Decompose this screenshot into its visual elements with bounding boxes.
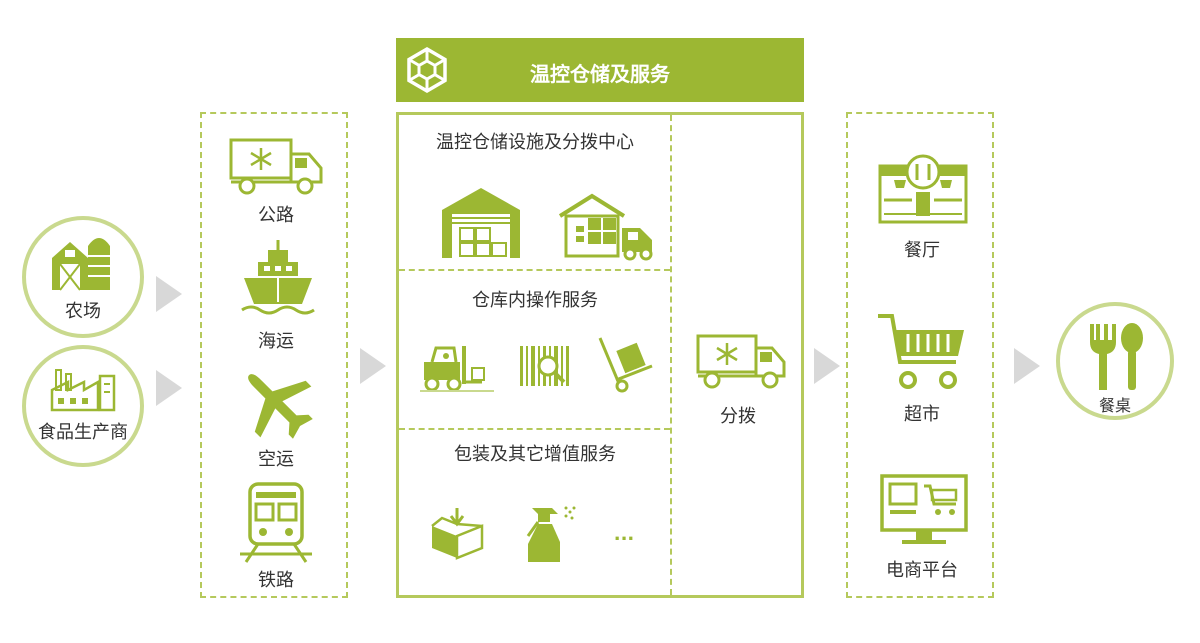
source-food-producer [22, 345, 144, 467]
warehouse-icon [442, 188, 520, 258]
transport-label: 公路 [258, 205, 294, 226]
section-title: 仓库内操作服务 [472, 290, 598, 311]
service-panel [396, 112, 804, 598]
package-box-icon [431, 508, 484, 560]
transport-label: 铁路 [258, 570, 294, 591]
source-farm [22, 216, 144, 338]
warehouse-truck-icon [558, 193, 653, 261]
section-title: 温控仓储设施及分拨中心 [436, 132, 634, 153]
panel-divider [399, 269, 670, 271]
train-icon [240, 482, 312, 563]
destination-label: 超市 [904, 404, 940, 425]
fork-spoon-icon [1090, 323, 1143, 390]
final-table [1056, 302, 1174, 420]
refrigerated-truck-icon [696, 334, 786, 389]
destination-label: 电商平台 [886, 560, 958, 581]
shopping-cart-icon [878, 314, 964, 389]
distribution-label: 分拨 [720, 406, 756, 427]
ship-icon [241, 240, 315, 315]
final-label: 餐桌 [1098, 396, 1131, 415]
more-indicator: ... [613, 524, 635, 545]
service-title: 温控仓储及服务 [530, 62, 670, 86]
transport-label: 空运 [258, 449, 294, 470]
airplane-icon [248, 374, 313, 439]
snowflake-logo-icon [407, 46, 447, 94]
panel-divider [670, 115, 672, 595]
barcode-scan-icon [520, 346, 569, 386]
transport-label: 海运 [258, 331, 294, 352]
flow-arrow [814, 348, 840, 384]
flow-arrow [156, 276, 182, 312]
flow-arrow [156, 370, 182, 406]
flow-arrow [1014, 348, 1040, 384]
ecommerce-monitor-icon [880, 474, 968, 544]
destination-panel [846, 112, 994, 598]
destination-label: 餐厅 [904, 240, 940, 261]
refrigerated-truck-icon [229, 138, 323, 195]
factory-icon [50, 369, 116, 412]
transport-panel [200, 112, 348, 598]
forklift-icon [420, 346, 494, 392]
spray-bottle-icon [526, 506, 576, 562]
restaurant-icon [878, 154, 968, 224]
hand-truck-icon [598, 337, 653, 393]
flow-arrow [360, 348, 386, 384]
source-label: 农场 [65, 301, 101, 322]
source-label: 食品生产商 [38, 422, 128, 443]
farm-icon [52, 238, 110, 291]
section-title: 包装及其它增值服务 [454, 444, 616, 465]
service-header [396, 38, 804, 102]
panel-divider [399, 428, 670, 430]
